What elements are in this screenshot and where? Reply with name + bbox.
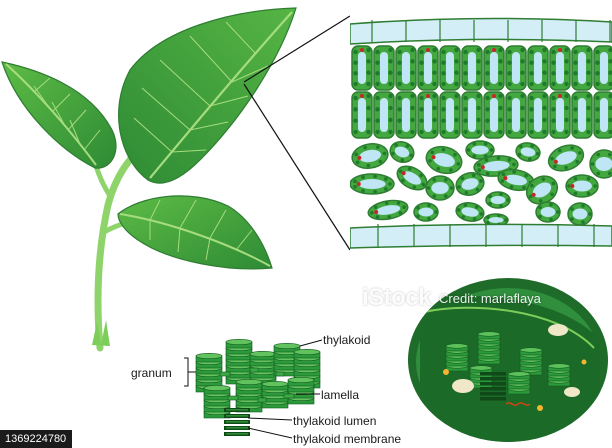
watermark-credit: Credit: marlaflaya xyxy=(439,290,541,306)
spongy-cell xyxy=(567,202,593,226)
nucleus xyxy=(356,182,361,186)
leaf-bottom-vein xyxy=(119,213,271,267)
stock-id-badge: 1369224780 xyxy=(0,430,73,448)
granum-stack xyxy=(287,376,315,405)
nucleus xyxy=(558,94,562,98)
granum-stack xyxy=(195,352,223,393)
nucleus xyxy=(360,48,364,52)
spongy-cell xyxy=(396,165,428,191)
spongy-cell xyxy=(485,191,511,209)
nucleus xyxy=(531,192,536,197)
spongy-cell xyxy=(425,145,463,175)
spongy-cell xyxy=(455,202,485,222)
granum-stack xyxy=(519,347,543,376)
zoom-line-bottom xyxy=(243,83,351,251)
spongy-cell xyxy=(589,149,612,179)
label-thylakoid-membrane: thylakoid membrane xyxy=(293,432,402,446)
leaf-left-vein xyxy=(5,63,97,166)
spongy-cell xyxy=(535,201,561,223)
granum-stack xyxy=(203,384,231,419)
leaf-bottom-veins xyxy=(149,199,253,261)
spongy-cell xyxy=(525,175,559,205)
nucleus xyxy=(360,94,364,98)
spongy-cell xyxy=(351,143,389,169)
granum-cut xyxy=(480,372,506,401)
leaf-cross-section xyxy=(350,14,612,252)
spongy-cell xyxy=(547,144,585,172)
spongy-cell xyxy=(515,142,541,162)
spongy-cell xyxy=(367,199,409,221)
granum-stack xyxy=(507,371,531,395)
nucleus xyxy=(553,159,558,164)
lamella xyxy=(219,367,295,403)
spongy-layer xyxy=(350,140,612,227)
chloroplast xyxy=(408,278,608,442)
leaf-plant xyxy=(1,7,297,352)
label-thylakoid-lumen: thylakoid lumen xyxy=(293,414,377,428)
stem xyxy=(94,136,152,352)
nucleus xyxy=(401,171,406,176)
granum-stack xyxy=(445,343,469,372)
granum-stack xyxy=(547,363,571,387)
stem-base xyxy=(92,320,110,346)
nucleus xyxy=(426,48,430,52)
spongy-cell xyxy=(389,140,415,164)
granum-stack xyxy=(477,331,501,365)
leaf-left-veins xyxy=(33,77,101,151)
starch-grain-2 xyxy=(548,324,568,336)
label-granum: granum xyxy=(131,366,172,380)
granum-stack xyxy=(235,378,263,413)
nucleus xyxy=(357,155,362,160)
spongy-cell xyxy=(565,174,599,198)
starch-grain-3 xyxy=(564,387,580,397)
plastoglobule-3 xyxy=(581,359,587,365)
watermark: iStock Credit: marlaflaya xyxy=(362,272,610,324)
leaf-top xyxy=(118,7,297,184)
nucleus xyxy=(503,176,508,181)
chloroplast-dna xyxy=(505,402,531,406)
palisade-layer xyxy=(351,45,612,139)
plastoglobule-1 xyxy=(443,369,449,375)
nucleus xyxy=(492,48,496,52)
label-pointers xyxy=(184,339,323,439)
lower-epidermis xyxy=(350,223,612,249)
starch-grain-1 xyxy=(452,379,474,393)
spongy-cell xyxy=(455,172,485,196)
label-lamella: lamella xyxy=(321,388,360,402)
upper-epidermis xyxy=(350,17,612,45)
istock-logo: iStock xyxy=(362,284,432,311)
nucleus xyxy=(558,48,562,52)
granum-stack xyxy=(225,338,253,385)
leaf-top-vein xyxy=(149,11,293,179)
nucleus xyxy=(480,165,485,170)
label-thylakoid: thylakoid xyxy=(323,333,371,347)
granum-diagram xyxy=(195,338,321,436)
leaf-bottom xyxy=(117,195,273,270)
nucleus xyxy=(374,210,379,215)
spongy-cell xyxy=(425,175,455,201)
thylakoid-cutaway xyxy=(224,408,250,436)
zoom-line-top xyxy=(243,15,351,83)
plastoglobule-2 xyxy=(537,405,543,411)
spongy-cell xyxy=(413,202,439,222)
chloroplast-grana xyxy=(445,331,571,401)
nucleus xyxy=(426,94,430,98)
leaf-top-veins xyxy=(133,21,269,153)
spongy-cell xyxy=(350,173,395,195)
nucleus xyxy=(431,155,436,160)
spongy-cell xyxy=(465,140,495,160)
nucleus xyxy=(492,94,496,98)
nucleus xyxy=(570,184,575,188)
